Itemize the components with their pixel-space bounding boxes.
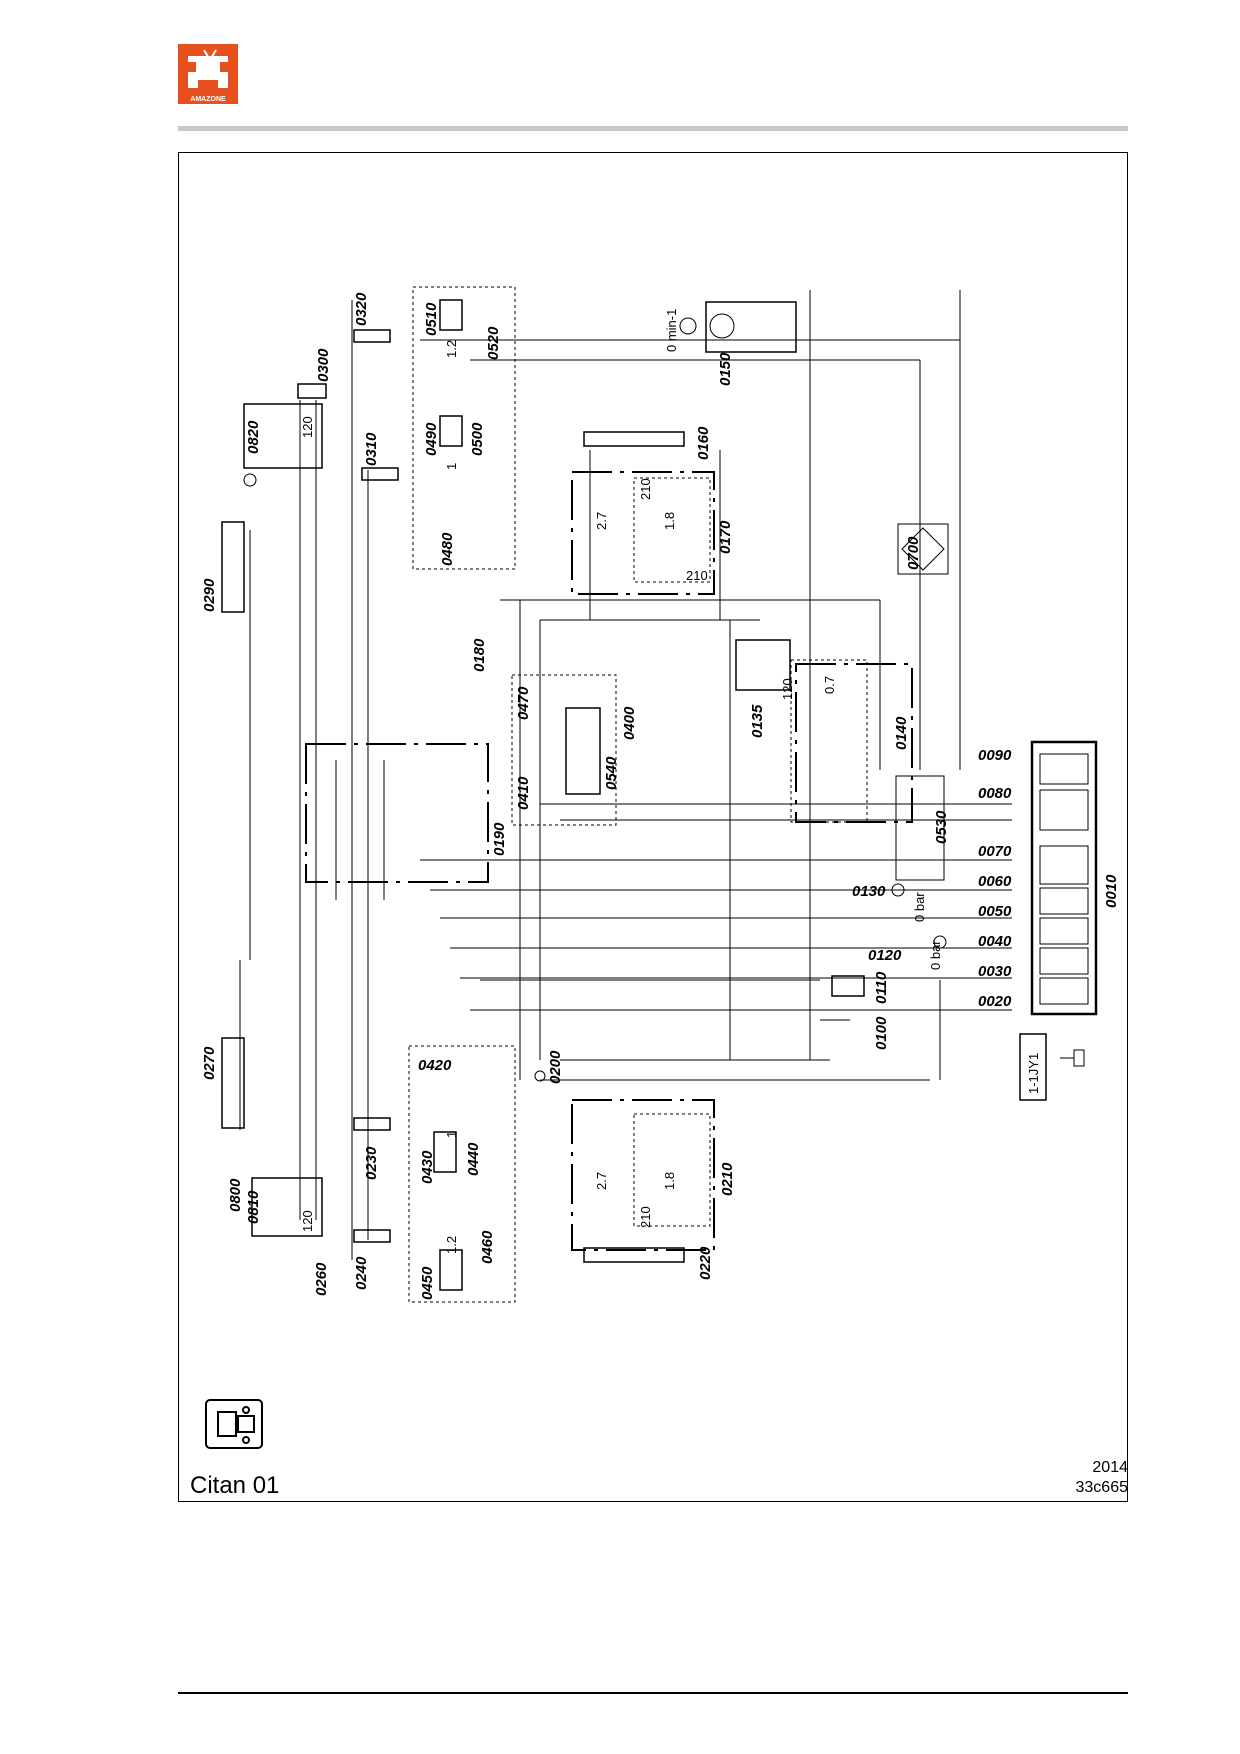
throttle-0500-value: 1 (444, 463, 459, 470)
label-0410: 0410 (515, 776, 532, 810)
label-0430: 0430 (419, 1150, 436, 1184)
label-0540: 0540 (603, 756, 620, 790)
label-0100: 0100 (873, 1016, 890, 1050)
label-0810: 0810 (245, 1190, 262, 1224)
throttle-0140-value: 0.7 (822, 676, 837, 694)
label-0220: 0220 (697, 1246, 714, 1280)
label-0260: 0260 (313, 1262, 330, 1296)
label-0080: 0080 (978, 785, 1012, 802)
label-0400: 0400 (621, 706, 638, 740)
throttle-0460-value: 1.2 (444, 1236, 459, 1254)
relief-0170a-value: 210 (638, 478, 653, 500)
gauge-0120-value: 0 bar (928, 940, 943, 970)
label-0510: 0510 (423, 302, 440, 336)
label-0060: 0060 (978, 873, 1012, 890)
pump-speed-value: 0 min-1 (664, 309, 679, 352)
label-0180: 0180 (471, 638, 488, 672)
footer-rule (178, 1692, 1128, 1694)
label-0310: 0310 (363, 432, 380, 466)
label-0090: 0090 (978, 747, 1012, 764)
label-0530: 0530 (933, 810, 950, 844)
label-0440: 0440 (465, 1142, 482, 1176)
label-0020: 0020 (978, 993, 1012, 1010)
label-0040: 0040 (978, 933, 1012, 950)
drawing-year: 2014 (1092, 1459, 1128, 1476)
label-0240: 0240 (353, 1256, 370, 1290)
label-0520: 0520 (485, 326, 502, 360)
check-0210-value: 1.8 (662, 1172, 677, 1190)
label-0170: 0170 (717, 520, 734, 554)
throttle-0210-value: 2.7 (594, 1172, 609, 1190)
label-0150: 0150 (717, 352, 734, 386)
label-0700: 0700 (905, 536, 922, 570)
label-0270: 0270 (201, 1046, 218, 1080)
label-0010: 0010 (1103, 874, 1120, 908)
joystick-icon (1060, 1049, 1085, 1067)
gauge-0130-value: 0 bar (912, 892, 927, 922)
label-0490: 0490 (423, 422, 440, 456)
label-0130: 0130 (852, 883, 886, 900)
label-0110: 0110 (873, 971, 890, 1004)
label-0480: 0480 (439, 532, 456, 566)
label-0190: 0190 (491, 822, 508, 856)
relief-0135-value: 120 (780, 678, 795, 700)
throttle-0520-value: 1.2 (444, 340, 459, 358)
label-0300: 0300 (315, 348, 332, 382)
amazone-logo: AMAZONE (178, 44, 238, 104)
throttle-0170-value: 2.7 (594, 512, 609, 530)
relief-0820-value: 120 (300, 416, 315, 438)
label-0120: 0120 (868, 947, 902, 964)
relief-0210-value: 210 (638, 1206, 653, 1228)
label-0420: 0420 (418, 1057, 452, 1074)
controller-1-1jy1: 1-1JY1 (1026, 1053, 1041, 1094)
drawing-frame (178, 152, 1128, 1502)
label-0320: 0320 (353, 292, 370, 326)
label-0140: 0140 (893, 716, 910, 750)
label-0135: 0135 (749, 704, 766, 738)
tractor-symbol-icon (205, 1399, 263, 1449)
label-0030: 0030 (978, 963, 1012, 980)
check-0170-value: 1.8 (662, 512, 677, 530)
label-0500: 0500 (469, 422, 486, 456)
label-0070: 0070 (978, 843, 1012, 860)
logo-text: AMAZONE (190, 96, 226, 103)
label-0160: 0160 (695, 426, 712, 460)
label-0450: 0450 (419, 1266, 436, 1300)
drawing-meta: 2014 33c665 (1076, 1458, 1129, 1498)
label-0800: 0800 (227, 1178, 244, 1212)
label-0200: 0200 (547, 1050, 564, 1084)
label-0290: 0290 (201, 578, 218, 612)
header-rule (178, 126, 1128, 131)
throttle-0440-value: 1 (444, 1131, 459, 1138)
drawing-code: 33c665 (1075, 1479, 1129, 1496)
drawing-title: Citan 01 (190, 1472, 280, 1499)
label-0050: 0050 (978, 903, 1012, 920)
label-0230: 0230 (363, 1146, 380, 1180)
relief-0810-value: 120 (300, 1210, 315, 1232)
label-0210: 0210 (719, 1162, 736, 1196)
relief-0170b-value: 210 (686, 568, 708, 583)
label-0820: 0820 (245, 420, 262, 454)
label-0470: 0470 (515, 686, 532, 720)
label-0460: 0460 (479, 1230, 496, 1264)
